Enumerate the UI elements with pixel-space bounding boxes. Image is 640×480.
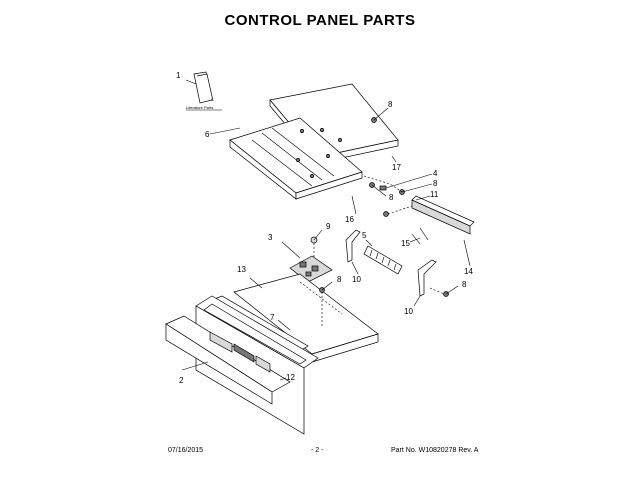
footer-page-number: - 2 - (311, 447, 324, 454)
callout-2: 2 (179, 376, 184, 385)
bracket-10-right (413, 259, 437, 307)
callout-9: 9 (326, 222, 331, 231)
lower-bracket-14 (463, 239, 471, 267)
callout-12: 12 (286, 373, 295, 382)
callout-8: 8 (433, 179, 438, 188)
callout-8: 8 (462, 280, 467, 289)
knob-9 (310, 229, 323, 262)
side-bracket-rail (411, 195, 475, 235)
callout-13: 13 (237, 265, 246, 274)
callout-7: 7 (270, 313, 275, 322)
clip-4 (379, 173, 433, 191)
bracket-10-left (345, 229, 361, 275)
footer-part-number: Part No. W10820278 Rev. A (391, 447, 479, 454)
callout-1: 1 (176, 71, 181, 80)
screw-8-top (371, 107, 389, 123)
screw-8-bracket (383, 205, 413, 217)
blower-fan-5 (363, 239, 403, 275)
callout-17: 17 (392, 163, 401, 172)
control-board-3 (281, 241, 333, 283)
control-panel-overlay-2 (165, 315, 291, 405)
footer-date: 07/16/2015 (168, 447, 204, 454)
control-panel-tray (229, 117, 363, 200)
screw-8-right (399, 183, 433, 195)
callout-15: 15 (401, 239, 410, 248)
callout-6: 6 (205, 130, 210, 139)
screw-8-tray (319, 281, 333, 326)
callout-5: 5 (362, 231, 367, 240)
callout-8: 8 (388, 100, 393, 109)
callout-10: 10 (352, 275, 361, 284)
screw-8-left (369, 182, 387, 197)
callout-3: 3 (268, 233, 273, 242)
literature-parts-label: Literature Parts (186, 105, 213, 110)
screw-8-lower-right (429, 285, 459, 297)
literature-parts-booklet: Literature Parts (186, 71, 222, 111)
callout-10: 10 (404, 307, 413, 316)
clips-15 (409, 227, 429, 245)
callout-8: 8 (389, 193, 394, 202)
callout-16: 16 (345, 215, 354, 224)
callout-8: 8 (337, 275, 342, 284)
callout-4: 4 (433, 169, 438, 178)
page-title: CONTROL PANEL PARTS (224, 12, 416, 29)
callout-14: 14 (464, 267, 473, 276)
callout-11: 11 (430, 190, 439, 199)
